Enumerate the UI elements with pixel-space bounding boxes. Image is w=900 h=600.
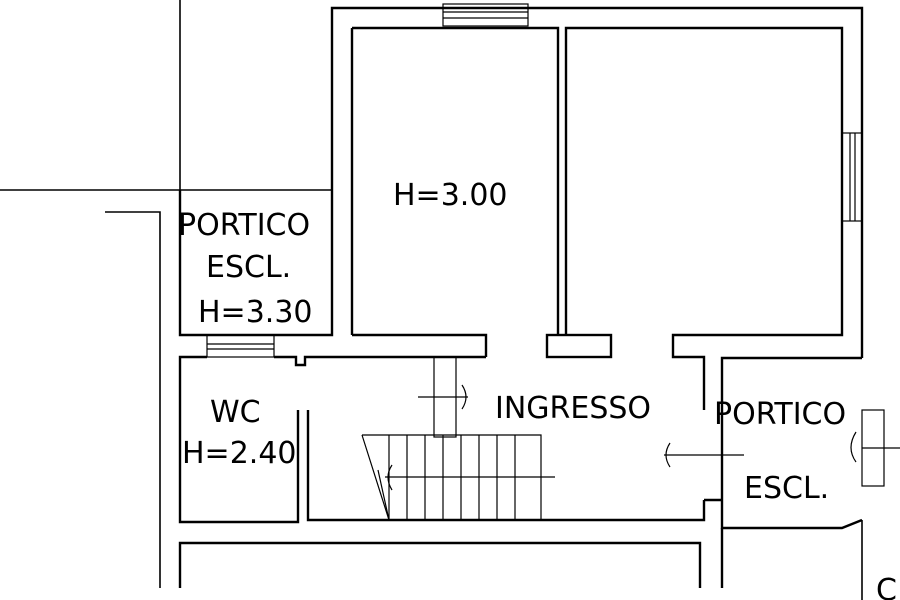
portico-right-sub: ESCL.: [744, 471, 829, 506]
door-markers: [418, 384, 744, 468]
window-top: [442, 3, 529, 27]
portico-left-height: H=3.30: [198, 295, 313, 330]
wc-title: WC: [210, 395, 261, 430]
portico-left-title: PORTICO: [178, 208, 310, 243]
portico-right-title: PORTICO: [714, 397, 846, 432]
ingresso-label: INGRESSO: [495, 391, 651, 426]
wc-height: H=2.40: [182, 436, 297, 471]
stair: [361, 356, 555, 521]
door-right: [850, 409, 900, 487]
edge-fragment-label: C: [876, 573, 897, 600]
room-left: [352, 26, 560, 357]
window-right: [841, 132, 863, 222]
portico-left-sub: ESCL.: [206, 250, 291, 285]
site-lines: [0, 0, 863, 600]
room-height-label: H=3.00: [393, 178, 508, 213]
room-right: [545, 26, 844, 410]
window-wc: [206, 334, 275, 358]
